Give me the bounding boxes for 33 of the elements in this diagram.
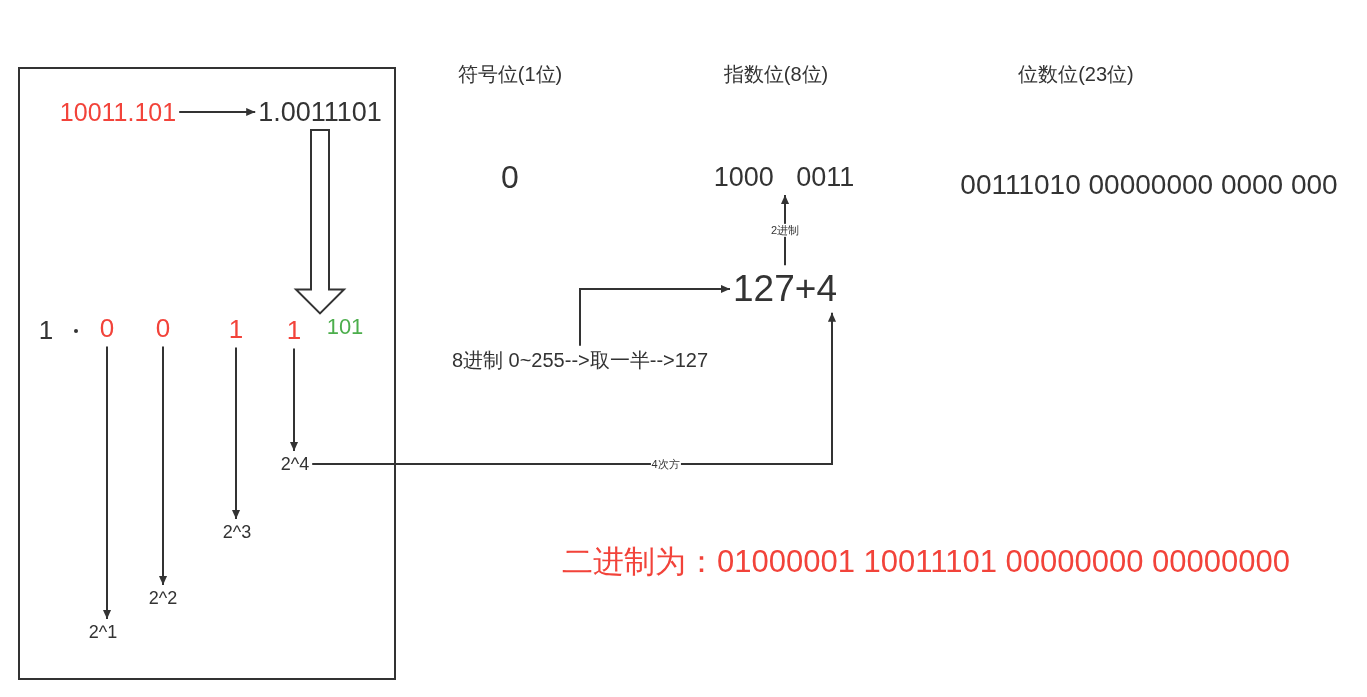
arrow xyxy=(289,347,299,452)
binary-number: 10011.101 xyxy=(59,98,177,126)
normalized-number: 1.0011101 xyxy=(258,96,382,128)
arrow xyxy=(311,311,837,465)
arrow xyxy=(780,194,790,267)
edge-label: 4次方 xyxy=(650,457,681,471)
arrow xyxy=(102,345,112,620)
sign-bit: 0 xyxy=(501,160,519,196)
digit: 1 xyxy=(228,315,244,345)
power-label: 2^1 xyxy=(88,621,118,643)
digit-group: 101 xyxy=(326,314,364,340)
mantissa-bits: 00111010 00000000 0000 000 xyxy=(960,169,1338,201)
result-text: 二进制为：01000001 10011101 00000000 00000000 xyxy=(562,544,1290,580)
digit: 0 xyxy=(155,314,171,344)
exponent-bits: 1000 0011 xyxy=(713,161,855,193)
arrow xyxy=(158,345,168,586)
column-heading: 位数位(23位) xyxy=(1018,62,1134,86)
power-label: 2^3 xyxy=(222,521,252,543)
power-label: 2^4 xyxy=(280,453,310,475)
block-arrow xyxy=(293,129,347,315)
bias-sum: 127+4 xyxy=(733,268,837,310)
column-heading: 符号位(1位) xyxy=(457,62,563,86)
edge-label: 2进制 xyxy=(769,224,801,237)
arrow xyxy=(178,107,257,117)
arrow xyxy=(579,284,731,347)
arrow xyxy=(231,346,241,520)
column-heading: 指数位(8位) xyxy=(723,62,829,86)
digit: 1 xyxy=(38,316,54,346)
power-label: 2^2 xyxy=(148,587,178,609)
note-text: 8进制 0~255-->取一半-->127 xyxy=(451,348,709,372)
digit: 0 xyxy=(99,314,115,344)
frame-box xyxy=(18,67,396,680)
digit: 1 xyxy=(286,316,302,346)
